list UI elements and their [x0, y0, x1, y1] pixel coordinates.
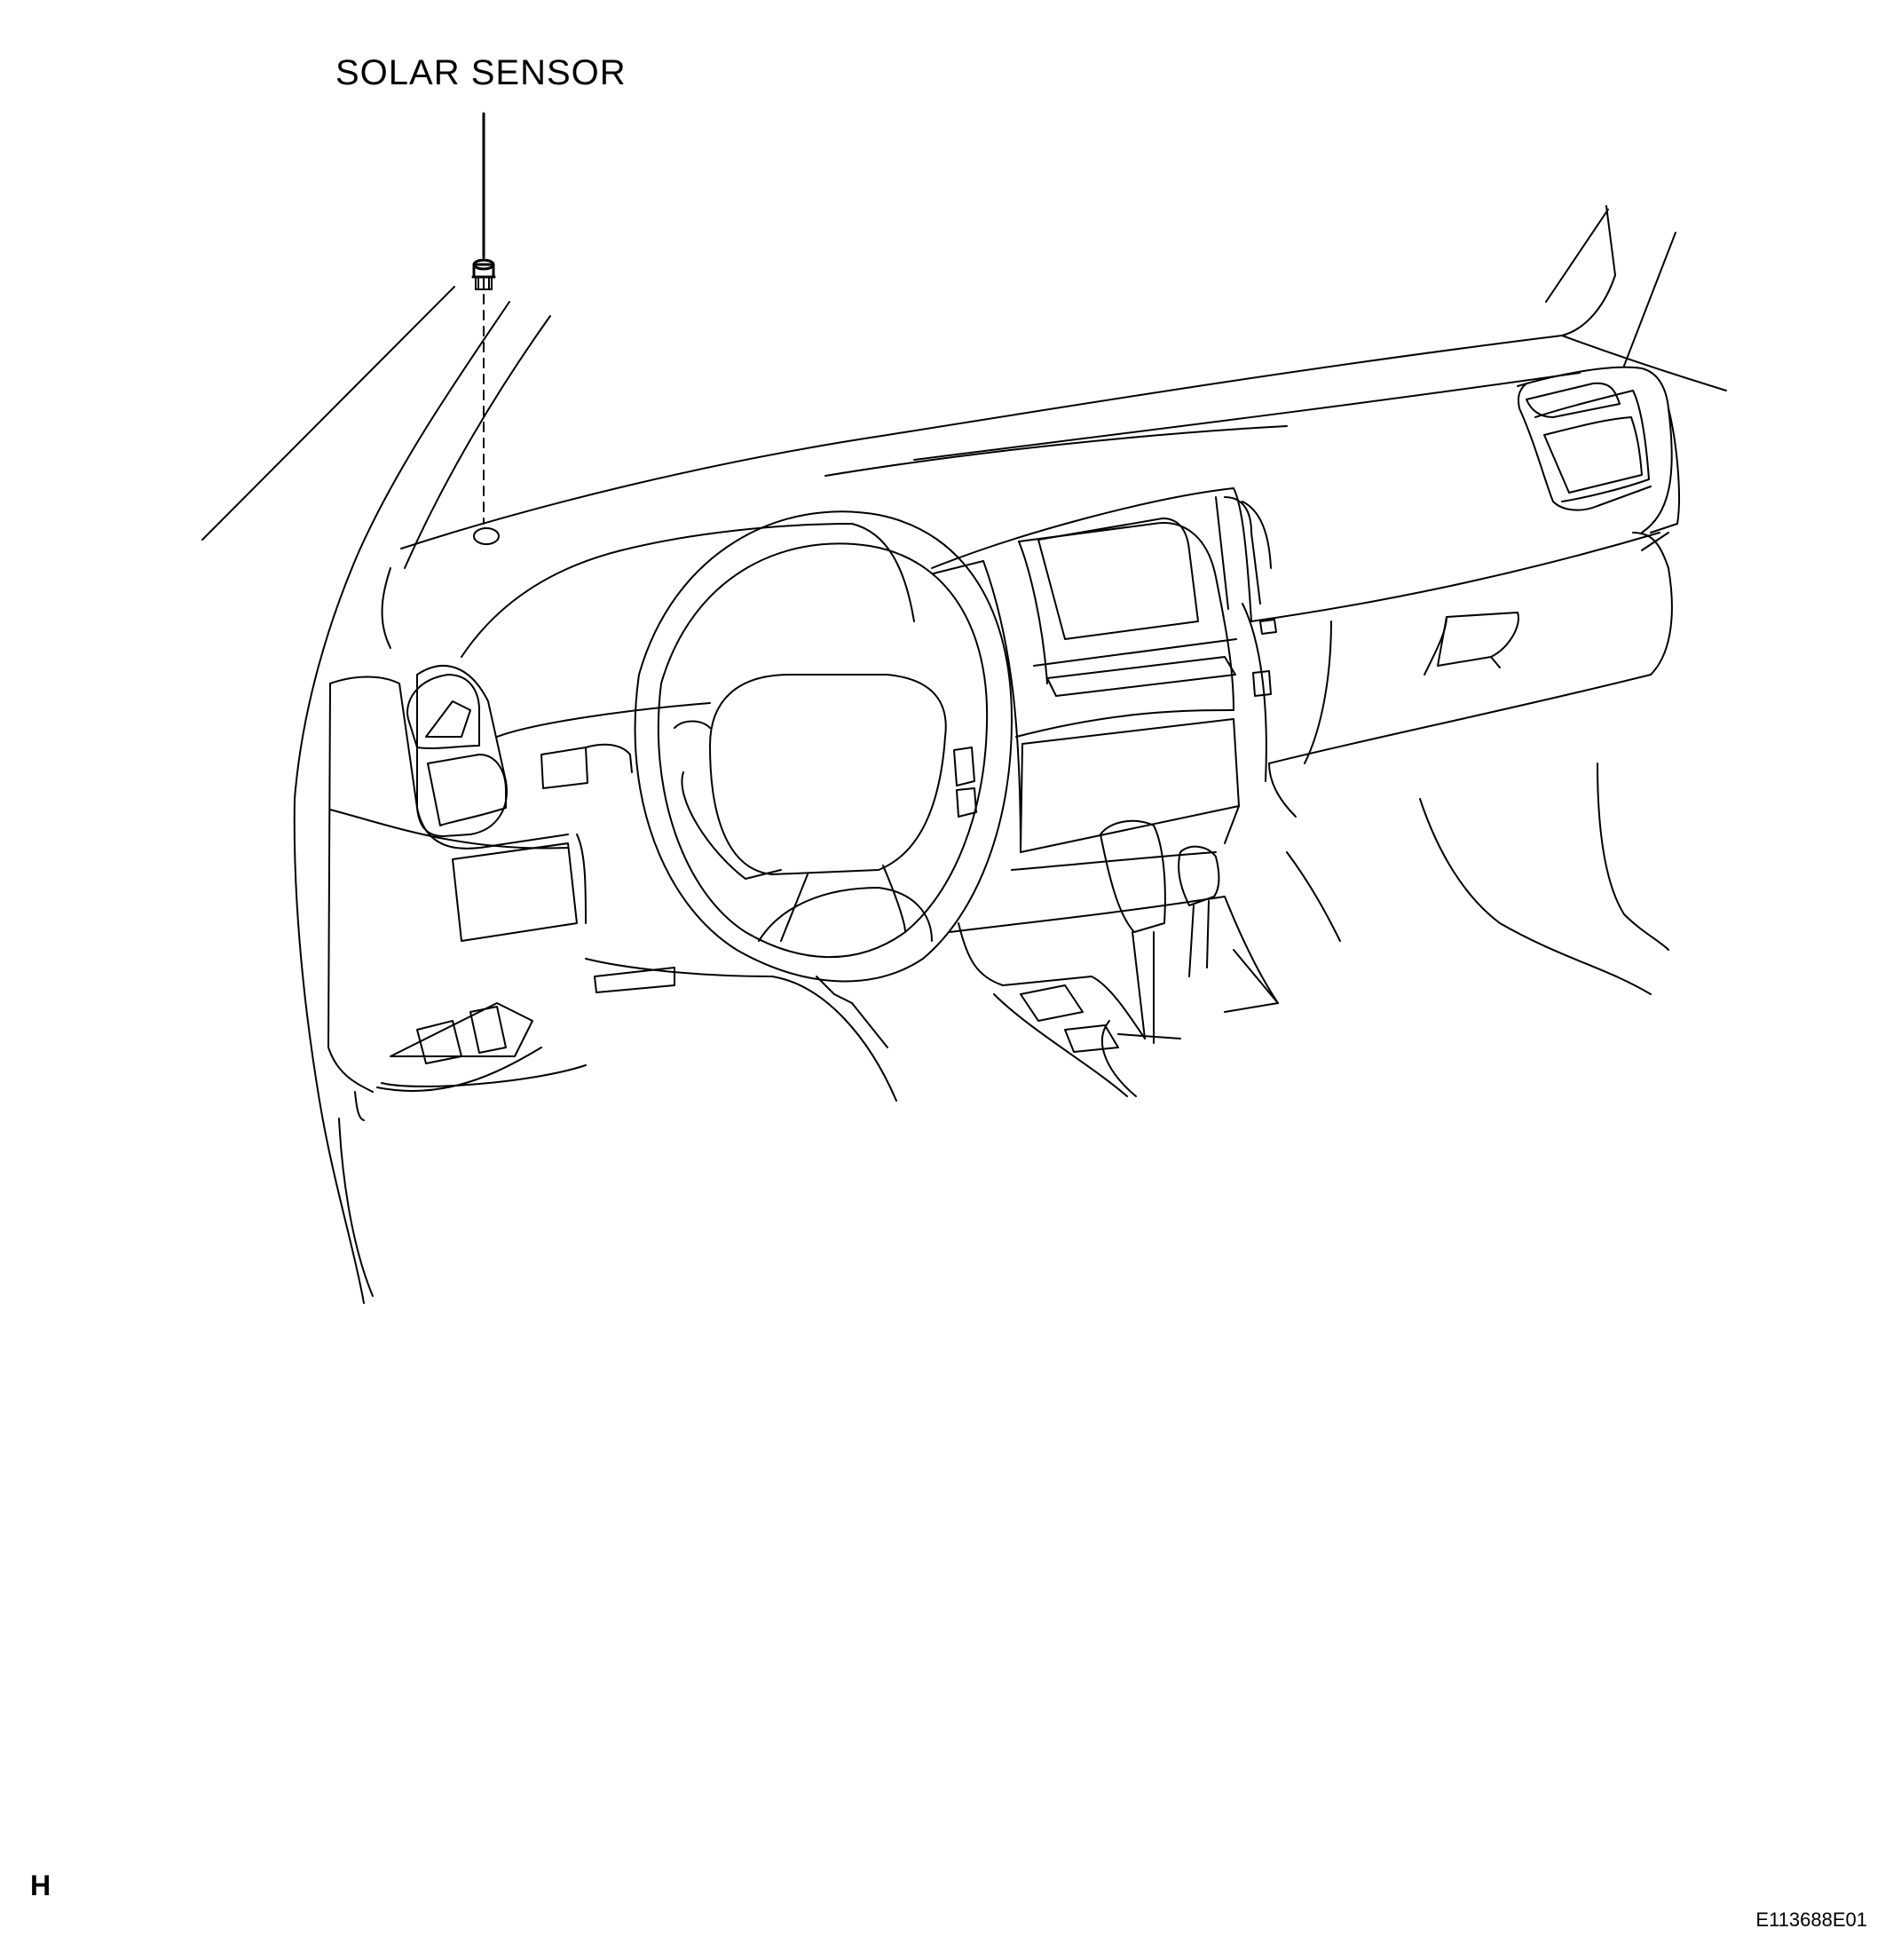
figure-code: E113688E01: [1755, 1909, 1867, 1931]
solar-sensor-callout: [471, 112, 500, 545]
instrument-cluster-hood: [461, 523, 915, 789]
windshield-pillar: [201, 286, 551, 1304]
solar-sensor-part: [471, 258, 496, 290]
steering-wheel: [634, 510, 1013, 983]
dashboard-top: [381, 205, 1727, 649]
floor-lines: [354, 976, 897, 1121]
left-vents: [406, 665, 508, 837]
center-console: [993, 819, 1279, 1097]
solar-sensor-label: SOLAR SENSOR: [335, 53, 627, 92]
sensor-mount-hole: [473, 527, 500, 545]
left-lower-panel: [327, 676, 773, 1093]
section-letter: H: [30, 1869, 51, 1901]
center-stack: [931, 487, 1277, 986]
right-dashboard: [1250, 366, 1680, 995]
